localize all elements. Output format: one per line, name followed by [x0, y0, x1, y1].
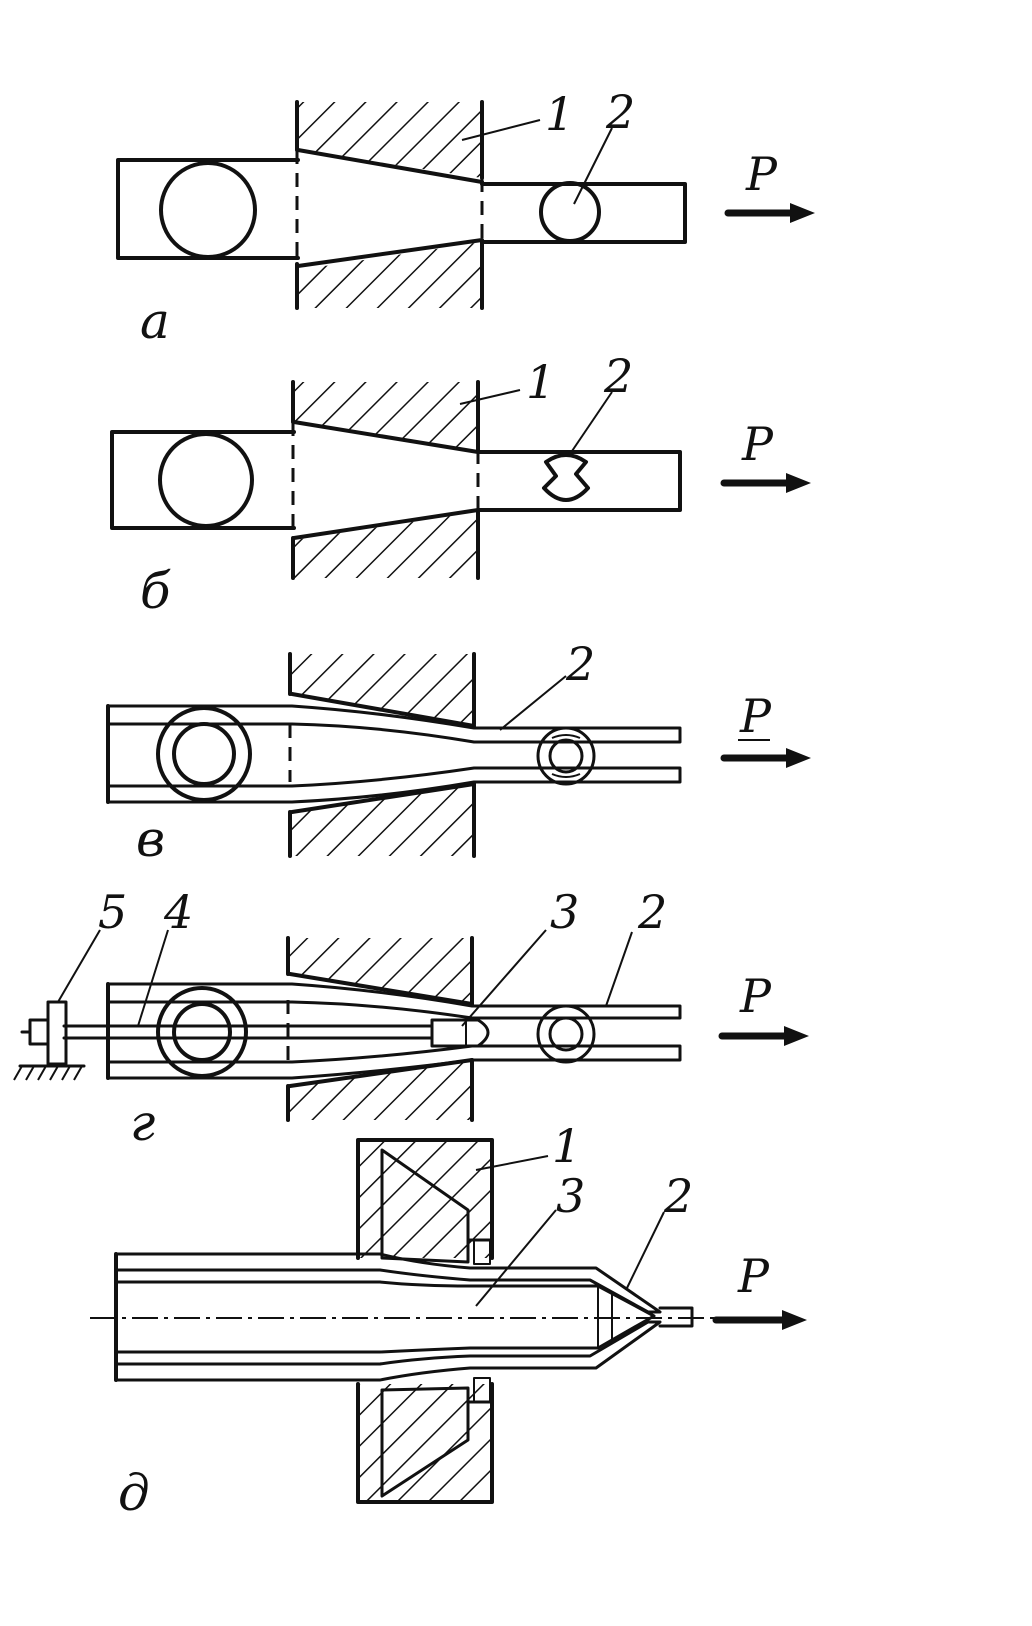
callout-label: 1 — [526, 355, 555, 409]
tube-v — [106, 704, 682, 804]
force-label: P — [737, 1249, 770, 1303]
callout-lines-g — [57, 929, 633, 1027]
billet-b — [110, 430, 682, 530]
callout-label: 1 — [552, 1119, 581, 1173]
diagram-b: 1 2 P б — [110, 349, 811, 620]
force-label: P — [741, 417, 774, 471]
diagram-letter: д — [118, 1464, 150, 1522]
diagram-letter: а — [140, 292, 170, 350]
callout-lines-a — [461, 119, 613, 205]
force-arrow-g — [718, 1026, 809, 1046]
diagram-d: 1 3 2 P д — [90, 1119, 807, 1522]
callout-label: 1 — [545, 87, 574, 141]
diagram-g: 5 4 3 2 P г — [13, 885, 809, 1152]
callout-label: 5 — [98, 885, 127, 939]
force-arrow-v — [720, 748, 811, 768]
force-arrow-d — [712, 1310, 807, 1330]
force-arrow-a — [724, 203, 815, 223]
diagram-letter: г — [130, 1094, 155, 1152]
force-label: P — [739, 689, 772, 743]
mandrel-rod-g — [62, 1018, 490, 1048]
callout-label: 3 — [556, 1169, 585, 1223]
callout-label: 3 — [550, 885, 579, 939]
callout-lines-d — [475, 1155, 665, 1307]
diagram-letter: в — [136, 810, 165, 868]
billet-a — [116, 158, 687, 260]
die-b — [291, 380, 480, 580]
callout-label: 2 — [565, 637, 595, 691]
die-v — [288, 652, 476, 858]
force-label: P — [739, 969, 772, 1023]
tube-g — [106, 982, 682, 1080]
callout-label: 2 — [603, 349, 633, 403]
rod-support-g — [13, 1000, 86, 1081]
callout-label: 2 — [663, 1169, 693, 1223]
callout-line-v — [499, 675, 567, 731]
callout-label: 4 — [163, 885, 193, 939]
callout-lines-b — [459, 389, 613, 455]
callout-label: 2 — [637, 885, 667, 939]
die-a — [295, 100, 484, 310]
die-block-d — [356, 1138, 494, 1504]
callout-label: 2 — [605, 85, 635, 139]
force-label: P — [745, 147, 778, 201]
force-arrow-b — [720, 473, 811, 493]
die-g — [286, 936, 474, 1122]
diagram-v: 2 P в — [106, 637, 811, 868]
diagram-letter: б — [140, 562, 171, 620]
diagram-a: 1 2 P а — [116, 85, 815, 350]
